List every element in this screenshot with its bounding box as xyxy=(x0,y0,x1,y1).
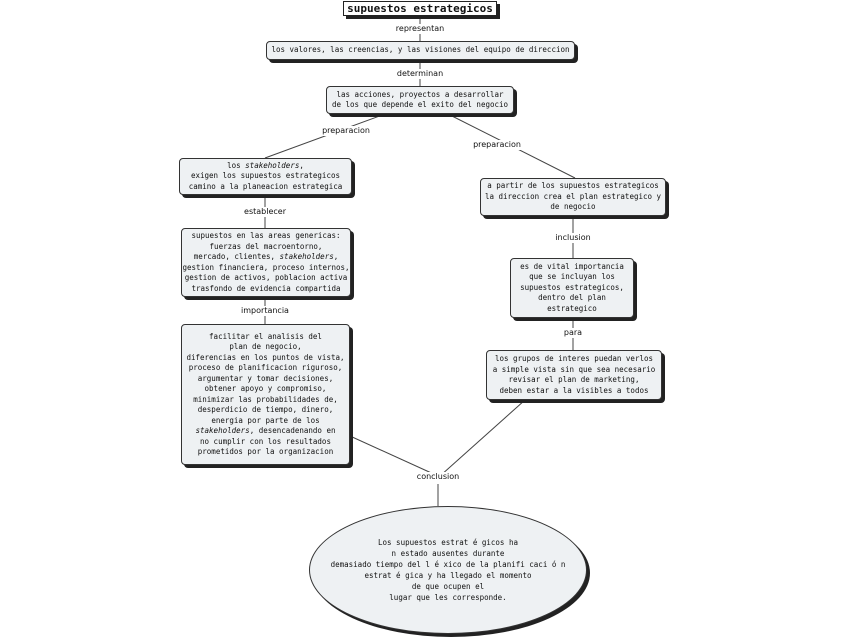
concept-valores-line: los valores, las creencias, y las vision… xyxy=(271,45,570,55)
concept-importancia-line: plan de negocio, xyxy=(229,342,302,351)
concept-stakeholders-line: exigen los supuestos estrategicos xyxy=(190,171,340,181)
concept-direccion-line: a partir de los supuestos estrategicos xyxy=(487,181,659,191)
concept-grupos-line: revisar el plan de marketing, xyxy=(508,375,640,384)
concept-direccion-plan: a partir de los supuestos estrategicos l… xyxy=(480,178,666,216)
conclusion-line: Los supuestos estrat é gicos ha xyxy=(378,538,518,547)
concept-vital-line: dentro del plan xyxy=(538,293,606,303)
concept-vital-line: que se incluyan los xyxy=(529,272,615,282)
concept-stakeholders-line: los stakeholders, xyxy=(227,160,304,170)
concept-areas-line: supuestos en las areas genericas: xyxy=(191,231,341,240)
concept-importancia-line: energia por parte de los xyxy=(211,415,320,425)
link-label-para: para xyxy=(561,328,585,338)
concept-grupos-line: los grupos de interes puedan verlos xyxy=(494,354,654,363)
concept-vital-line: estrategico xyxy=(547,303,597,313)
concept-importancia-line: argumentar y tomar decisiones, xyxy=(197,373,334,383)
link-label-importancia: importancia xyxy=(239,306,291,316)
link-label-establecer: establecer xyxy=(242,207,288,217)
concept-areas-genericas: supuestos en las areas genericas: fuerza… xyxy=(181,228,351,297)
concept-vital-importancia: es de vital importancia que se incluyan … xyxy=(510,258,634,318)
concept-importancia-line: desperdicio de tiempo, dinero, xyxy=(197,405,334,414)
concept-importancia-line: diferencias en los puntos de vista, xyxy=(186,352,345,362)
concept-importancia: facilitar el analisis del plan de negoci… xyxy=(181,324,350,465)
link-label-preparacion-left: preparacion xyxy=(320,126,372,136)
concept-areas-line: gestion de activos, poblacion activa xyxy=(184,273,348,282)
concept-grupos-line: deben estar a la visibles a todos xyxy=(499,385,649,395)
root-concept-title: supuestos estrategicos xyxy=(343,1,497,16)
concept-grupos-interes: los grupos de interes puedan verlos a si… xyxy=(486,350,662,400)
concept-vital-line: supuestos estrategicos, xyxy=(520,282,624,292)
concept-stakeholders-line: camino a la planeacion estrategica xyxy=(188,181,343,191)
link-label-representan: representan xyxy=(393,24,447,34)
concept-direccion-line: la direccion crea el plan estrategico y xyxy=(484,191,662,201)
conclusion-line: n estado ausentes durante xyxy=(391,549,505,558)
concept-importancia-line: minimizar las probabilidades de, xyxy=(193,394,338,404)
concept-importancia-line: proceso de planificacion riguroso, xyxy=(188,363,343,372)
concept-acciones: las acciones, proyectos a desarrollar de… xyxy=(326,86,514,114)
concept-areas-line: fuerzas del macroentorno, xyxy=(209,241,323,251)
concept-importancia-line: obtener apoyo y compromiso, xyxy=(204,384,327,393)
link-label-inclusion: inclusion xyxy=(553,233,593,243)
concept-acciones-line: de los que depende el exito del negocio xyxy=(331,100,509,109)
concept-importancia-line: stakeholders, desencadenando en xyxy=(195,426,336,435)
conclusion-line: estrat é gica y ha llegado el momento xyxy=(364,571,532,580)
concept-conclusion-ellipse: Los supuestos estrat é gicos ha n estado… xyxy=(309,506,587,634)
concept-stakeholders: los stakeholders, exigen los supuestos e… xyxy=(179,158,352,195)
link-label-conclusion: conclusion xyxy=(414,472,462,482)
conclusion-line: demasiado tiempo del l é xico de la plan… xyxy=(330,560,566,569)
concept-acciones-line: las acciones, proyectos a desarrollar xyxy=(336,89,504,99)
concept-importancia-line: prometidos por la organizacion xyxy=(197,447,334,456)
link-label-determinan: determinan xyxy=(394,69,446,79)
concept-areas-line: trasfondo de evidencia compartida xyxy=(191,283,341,293)
concept-direccion-line: de negocio xyxy=(550,202,596,212)
concept-areas-line: gestion financiera, proceso internos, xyxy=(182,262,350,272)
concept-importancia-line: facilitar el analisis del xyxy=(209,331,322,341)
concept-grupos-line: a simple vista sin que sea necesario xyxy=(492,364,656,374)
concept-importancia-line: no cumplir con los resultados xyxy=(200,436,331,446)
link-label-preparacion-right: preparacion xyxy=(471,140,523,150)
conclusion-line: de que ocupen el xyxy=(411,582,485,591)
concept-vital-line: es de vital importancia xyxy=(520,261,624,271)
conclusion-line: lugar que les corresponde. xyxy=(389,593,507,602)
concept-areas-line: mercado, clientes, stakeholders, xyxy=(193,252,339,261)
concept-valores: los valores, las creencias, y las vision… xyxy=(266,41,575,60)
